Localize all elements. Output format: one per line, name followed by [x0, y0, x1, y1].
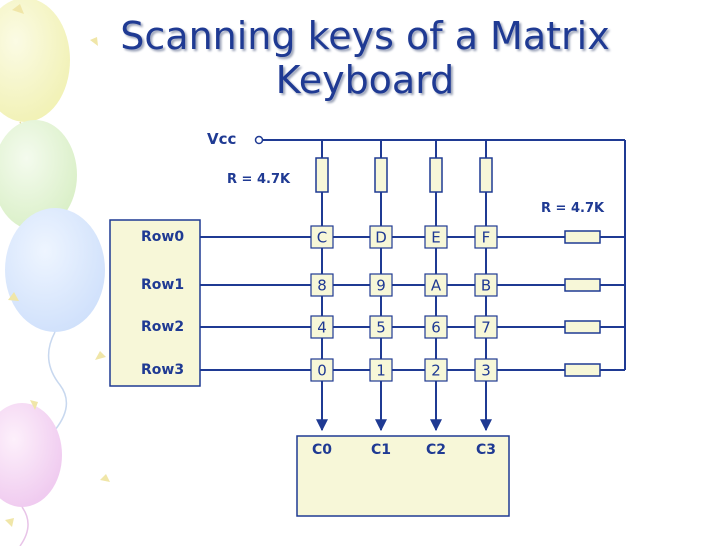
column-resistor-3: [479, 157, 493, 193]
key-label-1: 1: [376, 362, 386, 380]
vcc-label: Vcc: [207, 130, 236, 148]
key-0: 0: [310, 358, 334, 382]
key-5: 5: [369, 315, 393, 339]
key-7: 7: [474, 315, 498, 339]
column-port-box: [296, 435, 510, 517]
row-port-box: [109, 219, 201, 387]
column-pullup-resistors: [315, 157, 493, 193]
column-resistor-1: [374, 157, 388, 193]
balloon-pink-icon: [0, 403, 62, 546]
key-4: 4: [310, 315, 334, 339]
column-label-2: C2: [426, 442, 446, 458]
row-label-0: Row0: [141, 229, 184, 245]
key-box-5: [369, 315, 393, 339]
balloon-blue-icon: [5, 208, 105, 431]
row-label-2: Row2: [141, 319, 184, 335]
column-label-1: C1: [371, 442, 391, 458]
key-box-3: [474, 358, 498, 382]
key-label-6: 6: [431, 319, 441, 337]
key-box-A: [424, 273, 448, 297]
row-resistor-1: [564, 278, 601, 292]
row-label-1: Row1: [141, 277, 184, 293]
key-label-8: 8: [317, 277, 327, 295]
key-label-3: 3: [481, 362, 491, 380]
key-label-9: 9: [376, 277, 386, 295]
key-box-9: [369, 273, 393, 297]
key-label-4: 4: [317, 319, 327, 337]
key-box-4: [310, 315, 334, 339]
column-labels: C0 C1 C2 C3: [312, 442, 496, 458]
key-box-C: [310, 225, 334, 249]
key-box-D: [369, 225, 393, 249]
key-matrix: C D E F 8 9 A B 4 5 6 7 0 1 2 3: [310, 225, 498, 382]
balloon-green-icon: [0, 120, 77, 230]
key-box-0: [310, 358, 334, 382]
row-resistor-label: R = 4.7K: [541, 201, 605, 216]
key-label-D: D: [375, 229, 387, 247]
key-box-1: [369, 358, 393, 382]
key-2: 2: [424, 358, 448, 382]
key-box-7: [474, 315, 498, 339]
key-label-C: C: [317, 229, 327, 247]
key-C: C: [310, 225, 334, 249]
column-label-0: C0: [312, 442, 332, 458]
row-resistor-2: [564, 320, 601, 334]
key-box-B: [474, 273, 498, 297]
key-D: D: [369, 225, 393, 249]
key-9: 9: [369, 273, 393, 297]
column-resistor-label: R = 4.7K: [227, 172, 291, 187]
key-3: 3: [474, 358, 498, 382]
key-label-B: B: [481, 277, 491, 295]
slide-title: Scanning keys of a Matrix Keyboard: [60, 14, 670, 102]
key-label-2: 2: [431, 362, 441, 380]
column-resistor-2: [429, 157, 443, 193]
key-label-5: 5: [376, 319, 386, 337]
key-label-0: 0: [317, 362, 327, 380]
key-label-F: F: [482, 229, 491, 247]
key-box-F: [474, 225, 498, 249]
key-label-E: E: [431, 229, 440, 247]
key-box-8: [310, 273, 334, 297]
row-pullup-resistors: [564, 230, 601, 377]
key-box-2: [424, 358, 448, 382]
key-A: A: [424, 273, 448, 297]
key-box-E: [424, 225, 448, 249]
slide-title-line-2: Keyboard: [275, 58, 455, 102]
vcc-terminal: [254, 135, 264, 145]
column-label-3: C3: [476, 442, 496, 458]
key-1: 1: [369, 358, 393, 382]
confetti-decoration: [5, 4, 110, 527]
row-resistor-3: [564, 363, 601, 377]
row-resistor-0: [564, 230, 601, 244]
key-6: 6: [424, 315, 448, 339]
key-B: B: [474, 273, 498, 297]
slide-title-line-1: Scanning keys of a Matrix: [120, 14, 610, 58]
row-label-3: Row3: [141, 362, 184, 378]
key-F: F: [474, 225, 498, 249]
key-label-A: A: [431, 277, 442, 295]
column-resistor-0: [315, 157, 329, 193]
key-label-7: 7: [481, 319, 491, 337]
key-E: E: [424, 225, 448, 249]
key-8: 8: [310, 273, 334, 297]
key-box-6: [424, 315, 448, 339]
